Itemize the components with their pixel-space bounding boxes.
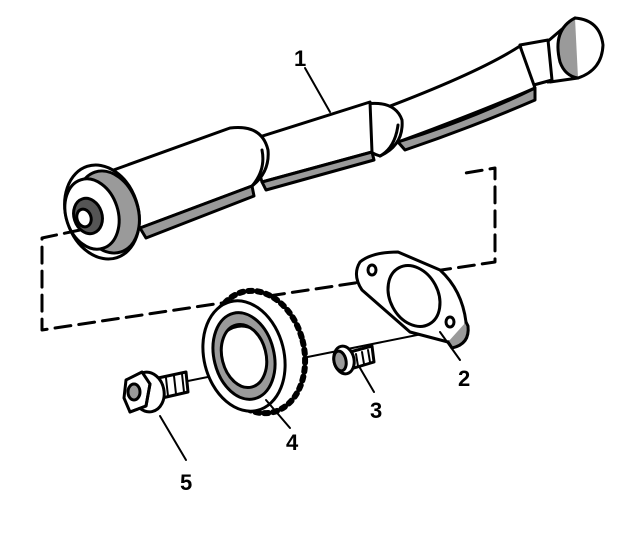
screw-part — [332, 344, 376, 376]
callout-2: 2 — [458, 366, 470, 391]
gear-part — [201, 287, 309, 417]
leader-lines — [159, 67, 461, 461]
callout-4: 4 — [286, 430, 299, 455]
callout-1: 1 — [294, 46, 306, 71]
callout-3: 3 — [370, 398, 382, 423]
shaft-part — [63, 16, 605, 261]
callout-5: 5 — [180, 470, 192, 495]
gasket-part — [355, 250, 470, 350]
bolt-part — [122, 370, 190, 414]
